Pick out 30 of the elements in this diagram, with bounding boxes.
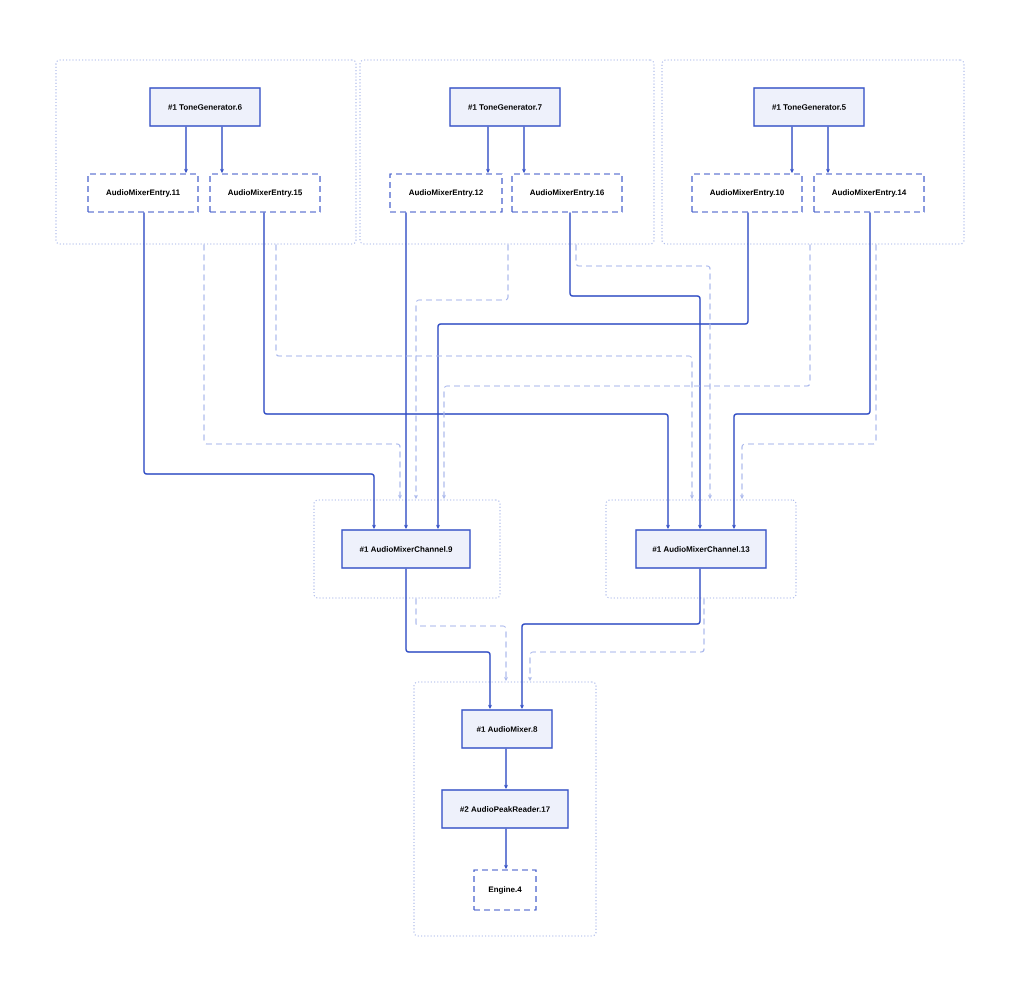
arrow	[732, 211, 871, 529]
arrow	[575, 244, 712, 499]
arrow	[504, 828, 508, 869]
arrow	[569, 211, 702, 529]
arrow	[415, 598, 508, 681]
arrow	[436, 211, 749, 529]
arrow	[790, 126, 794, 173]
arrow	[220, 126, 224, 173]
group-frame	[661, 59, 965, 245]
arrow	[740, 244, 877, 499]
arrow	[275, 244, 694, 499]
arrow	[442, 244, 811, 499]
arrow	[184, 126, 188, 173]
group-frame	[413, 681, 597, 937]
arrow	[143, 211, 376, 529]
arrow	[826, 126, 830, 173]
arrow	[522, 126, 526, 173]
arrow	[203, 244, 402, 499]
arrow	[528, 598, 705, 681]
arrow	[520, 568, 701, 709]
arrow	[263, 211, 670, 529]
arrow	[504, 748, 508, 789]
group-frame	[359, 59, 655, 245]
arrow	[405, 568, 492, 709]
arrow	[486, 126, 490, 173]
group-frame	[313, 499, 501, 599]
arrow	[414, 244, 509, 499]
arrow	[404, 211, 408, 529]
group-frame	[605, 499, 797, 599]
group-frame	[55, 59, 357, 245]
